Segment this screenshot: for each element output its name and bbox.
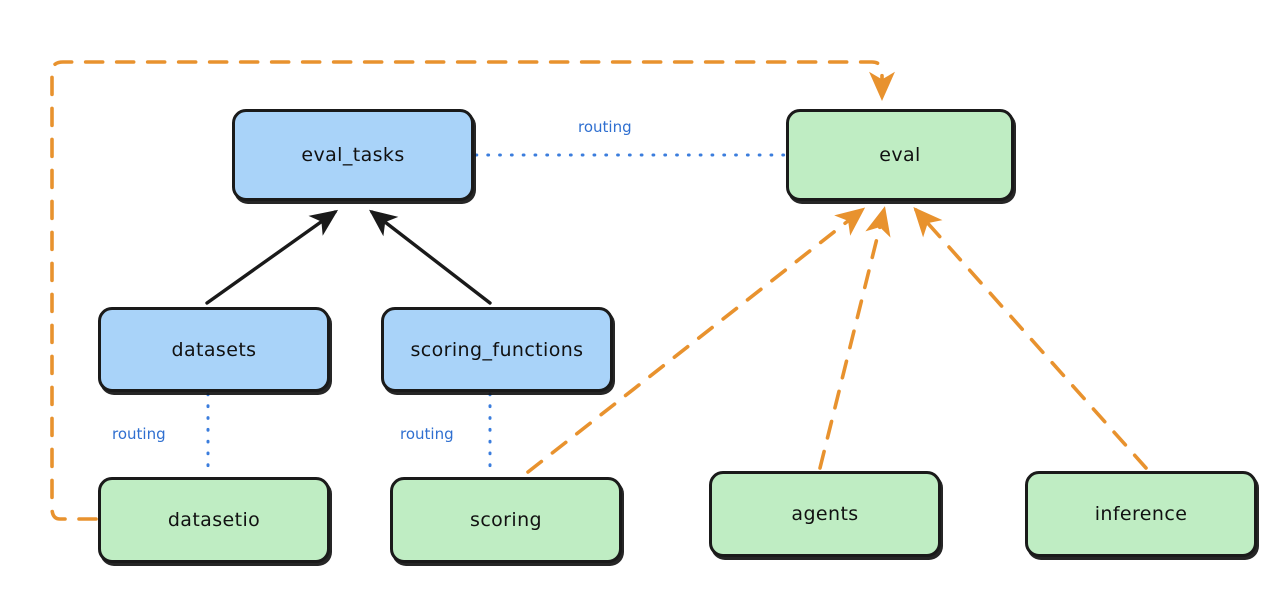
node-eval-tasks[interactable]: eval_tasks [232, 109, 474, 201]
edge-agents-to-eval [818, 206, 891, 470]
node-scoring[interactable]: scoring [390, 477, 622, 563]
node-eval[interactable]: eval [786, 109, 1014, 201]
node-datasets-label: datasets [171, 338, 257, 361]
node-inference[interactable]: inference [1025, 471, 1257, 557]
edge-label-routing-scoring-functions-scoring: routing [400, 425, 454, 443]
node-agents-label: agents [791, 503, 859, 525]
node-scoring-functions[interactable]: scoring_functions [381, 307, 613, 392]
node-datasetio[interactable]: datasetio [98, 477, 330, 563]
node-inference-label: inference [1094, 503, 1188, 525]
node-agents[interactable]: agents [709, 471, 941, 557]
node-scoring-functions-label: scoring_functions [410, 338, 584, 361]
node-eval-tasks-label: eval_tasks [301, 144, 405, 166]
edge-label-routing-eval-tasks-eval: routing [578, 118, 632, 136]
edge-datasets-to-eval-tasks [205, 209, 339, 305]
edge-label-routing-datasets-datasetio: routing [112, 425, 166, 443]
edge-datasetio-to-eval [50, 60, 895, 521]
node-datasetio-label: datasetio [167, 509, 261, 531]
edge-inference-to-eval [913, 207, 1148, 470]
node-datasets[interactable]: datasets [98, 307, 330, 392]
edge-scoring-functions-to-eval-tasks [369, 209, 492, 305]
node-scoring-label: scoring [470, 509, 542, 531]
edge-scoring-to-eval [526, 207, 866, 474]
node-eval-label: eval [879, 144, 921, 166]
